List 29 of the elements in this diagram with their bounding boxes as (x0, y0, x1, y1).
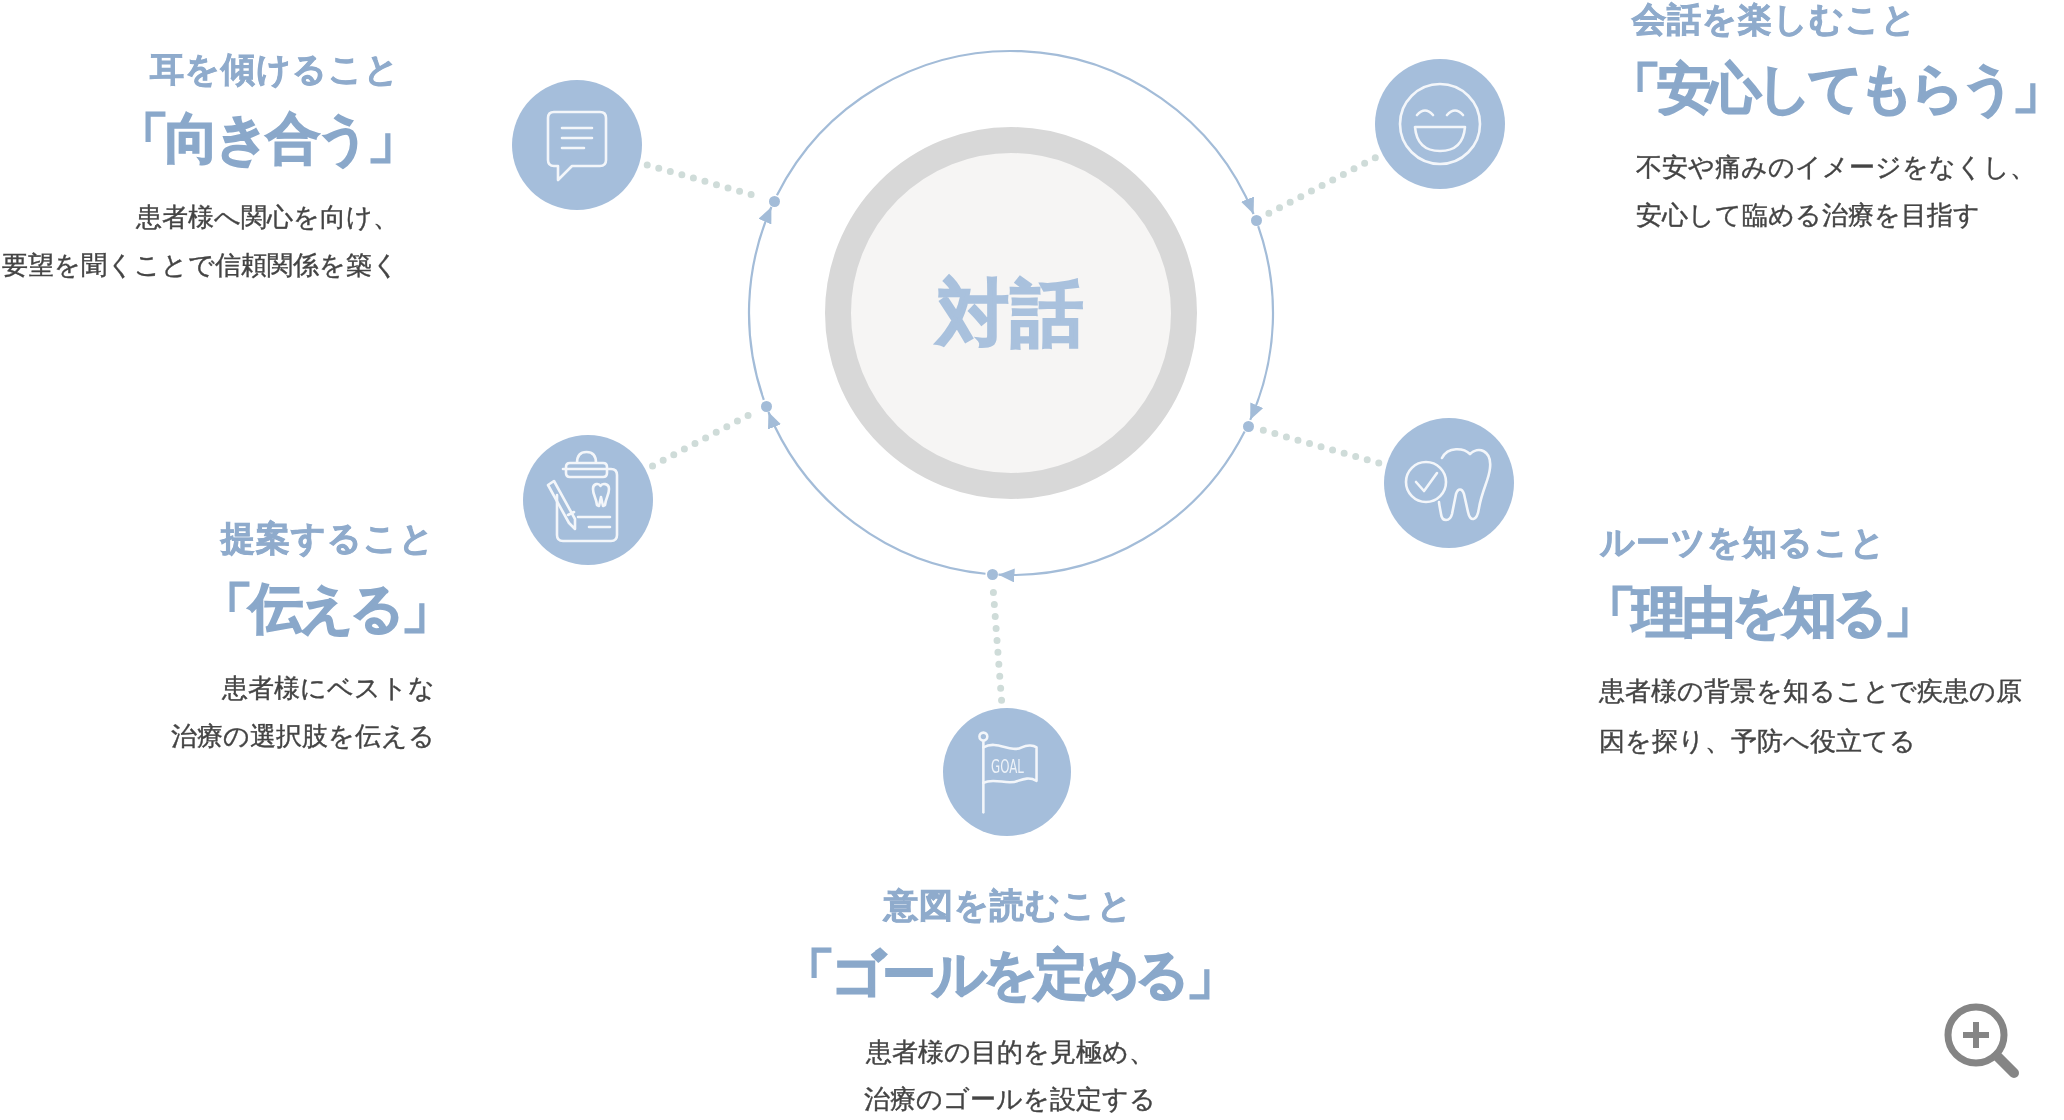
junction-dot (760, 400, 772, 412)
junction-dot (768, 195, 780, 207)
subheading: ルーツを知ること (1600, 525, 1886, 559)
junction-dot (1242, 420, 1254, 432)
description: 不安や痛みのイメージをなくし、安心して臨める治療を目指す (1636, 151, 2036, 232)
flag-text: GOAL (991, 757, 1024, 776)
junction-dot (986, 568, 998, 580)
curved-arrow (1249, 225, 1274, 421)
subheading: 耳を傾けること (150, 52, 400, 86)
junction-dot (1250, 214, 1262, 226)
subheading: 意図を読むこと (883, 888, 1133, 922)
dotted-line (1257, 426, 1383, 467)
subheading: 提案すること (221, 521, 435, 555)
curved-arrow (767, 411, 986, 575)
curved-arrow (998, 431, 1246, 582)
curved-arrow (748, 206, 773, 401)
description: 患者様の目的を見極め、治療のゴールを設定する (864, 1036, 1156, 1116)
heading: 「ゴールを定める」 (780, 948, 1236, 1002)
heading: 「向き合う」 (115, 112, 417, 166)
subheading: 会話を楽しむこと (1632, 2, 1917, 36)
heading: 「伝える」 (199, 582, 451, 636)
description: 患者様にベストな治療の選択肢を伝える (171, 672, 435, 753)
dotted-line (1264, 154, 1379, 218)
heading: 「安心してもらう」 (1607, 62, 2062, 116)
description: 患者様へ関心を向け、要望を聞くことで信頼関係を築く (2, 201, 399, 282)
heading: 「理由を知る」 (1582, 586, 1934, 640)
hub-circle: 対話 (825, 127, 1197, 499)
description: 患者様の背景を知ることで疾患の原因を探り、予防へ役立てる (1599, 675, 2022, 758)
curved-arrow (776, 50, 1255, 215)
